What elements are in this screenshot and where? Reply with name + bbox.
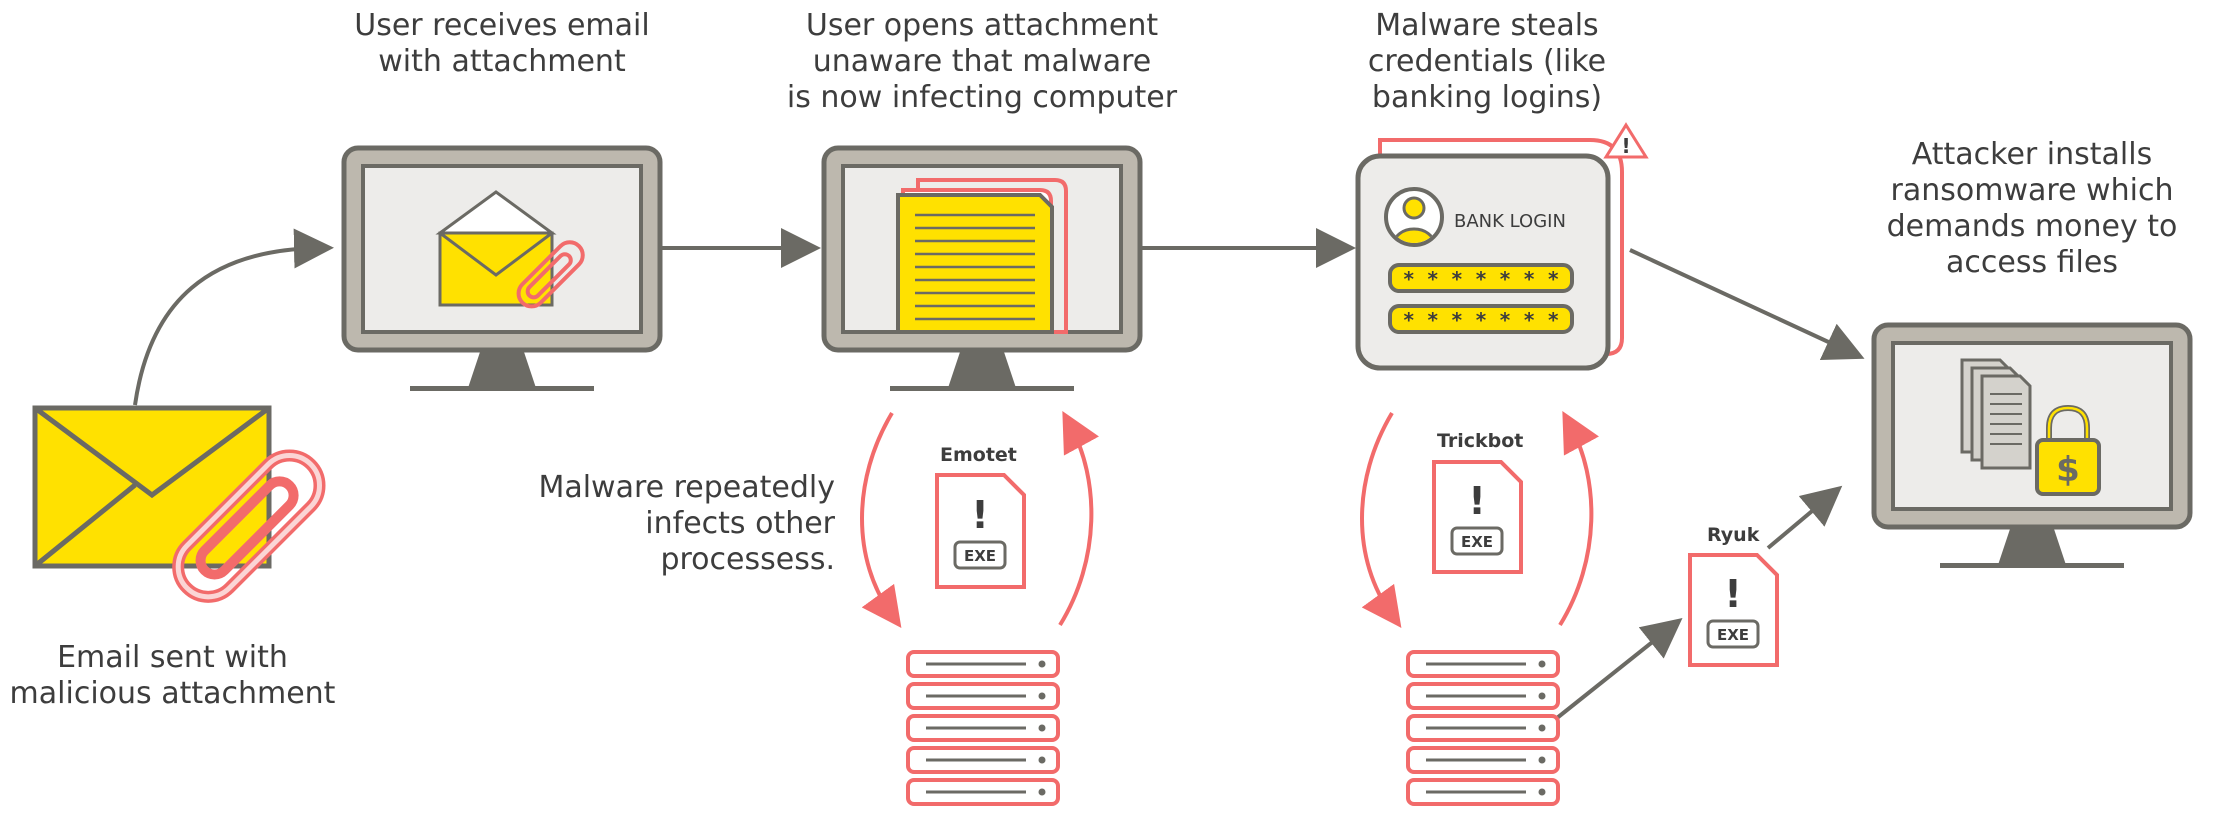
user-icon	[1384, 187, 1444, 247]
cycle-arrow-down	[860, 411, 902, 628]
svg-text:!: !	[971, 493, 988, 537]
cycle-arrow-up	[1558, 410, 1600, 627]
step-email-sent-label: Email sent with malicious attachment	[9, 640, 336, 711]
emotet-label: Emotet	[940, 444, 1017, 466]
exe-file-icon: ! EXE	[935, 473, 1026, 589]
arrow-email-to-monitor	[133, 228, 334, 406]
server-unit-light	[1538, 788, 1546, 796]
cycle-arrow-up	[1058, 410, 1100, 627]
server-icon	[1406, 650, 1560, 806]
server-unit-light	[1538, 692, 1546, 700]
bank-login-title: BANK LOGIN	[1454, 211, 1566, 232]
svg-text:!: !	[1724, 572, 1741, 616]
server-unit-light	[1538, 724, 1546, 732]
password-mask-2: * * * * * * *	[1403, 308, 1560, 332]
server-unit-light	[1038, 788, 1046, 796]
arrow-bank-to-ransom	[1629, 248, 1865, 361]
server-unit-light	[1038, 724, 1046, 732]
server-unit-light	[1038, 660, 1046, 668]
envelope-icon	[435, 190, 557, 307]
server-unit-light	[1038, 756, 1046, 764]
server-unit-light	[1538, 756, 1546, 764]
document-icon	[896, 178, 1068, 334]
monitor-icon	[1871, 322, 2193, 568]
password-field-2	[1388, 304, 1574, 334]
step-attacker-installs-label: Attacker installs ransomware which deman…	[1886, 137, 2178, 280]
warning-icon: !	[1603, 122, 1649, 159]
svg-text:!: !	[1621, 134, 1630, 158]
svg-text:EXE: EXE	[1717, 626, 1749, 644]
server-unit-light	[1038, 692, 1046, 700]
arrow-server-to-ryuk	[1555, 618, 1683, 720]
exe-file-icon: ! EXE	[1688, 553, 1779, 667]
svg-text:!: !	[1468, 479, 1485, 523]
paperclip-icon	[516, 240, 585, 309]
step-user-receives-label: User receives email with attachment	[354, 8, 650, 79]
envelope-icon	[32, 405, 272, 569]
password-field-1	[1388, 263, 1574, 293]
cycle-arrow-down	[1360, 411, 1402, 628]
reinfection-label: Malware repeatedly infects other process…	[538, 470, 835, 577]
svg-text:EXE: EXE	[964, 547, 996, 565]
document-icon	[1960, 358, 2032, 470]
step-user-opens-label: User opens attachment unaware that malwa…	[786, 8, 1178, 115]
paperclip-icon	[172, 449, 326, 603]
ryuk-label: Ryuk	[1707, 524, 1760, 546]
server-unit-light	[1538, 660, 1546, 668]
step-malware-steals-label: Malware steals credentials (like banking…	[1367, 8, 1607, 115]
password-mask-1: * * * * * * *	[1403, 267, 1560, 291]
arrow-ryuk-to-ransom	[1766, 485, 1843, 550]
server-icon	[906, 650, 1060, 806]
padlock-icon: $	[2035, 404, 2101, 496]
dollar-icon: $	[2056, 450, 2080, 490]
trickbot-label: Trickbot	[1437, 430, 1524, 452]
svg-text:EXE: EXE	[1461, 533, 1493, 551]
exe-file-icon: ! EXE	[1432, 460, 1523, 574]
